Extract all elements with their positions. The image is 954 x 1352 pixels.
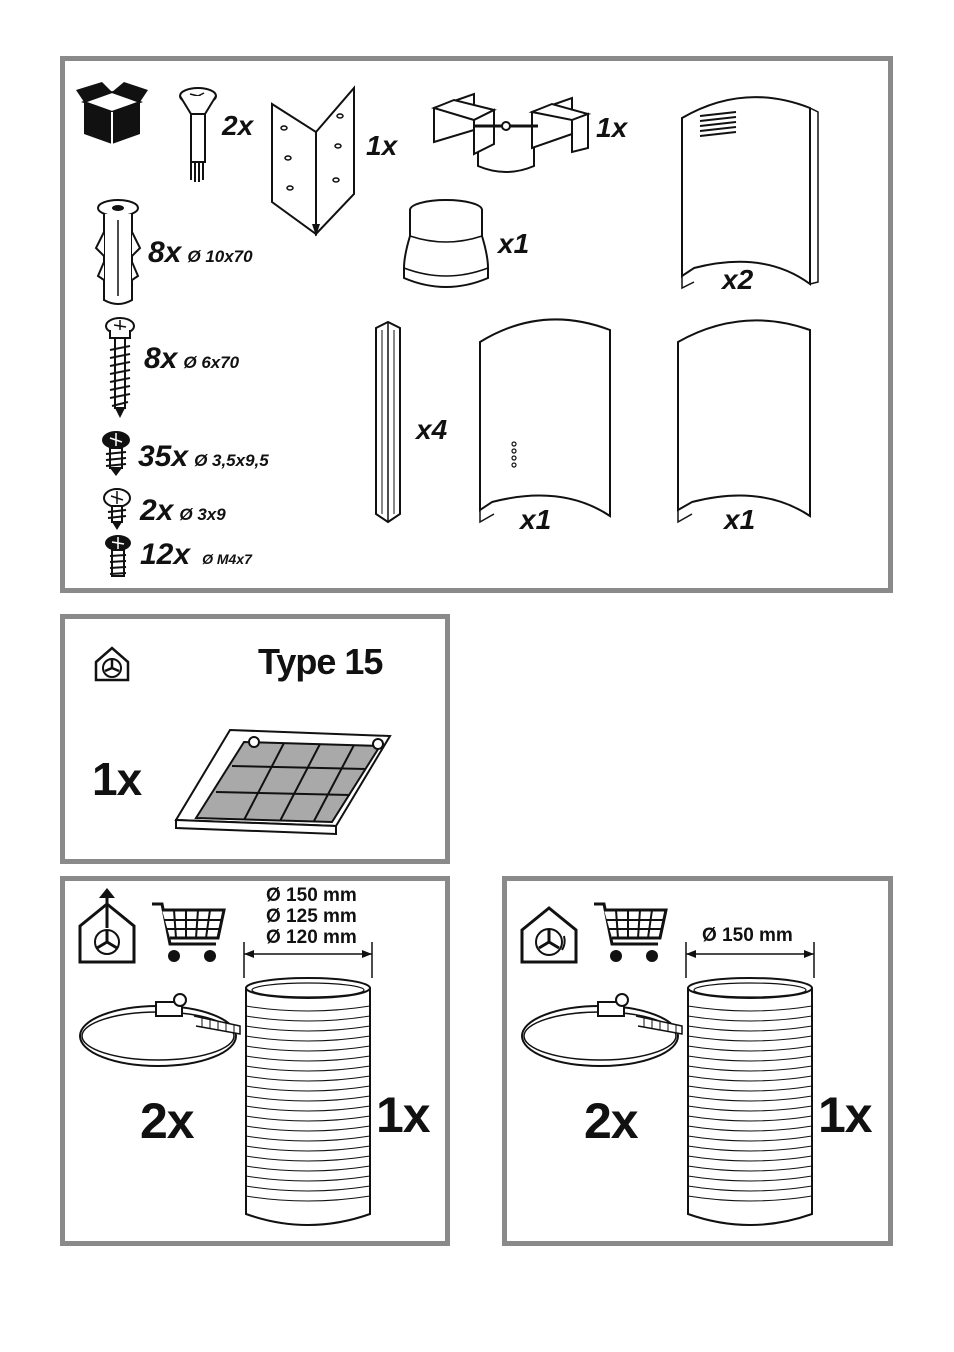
duct-qty-recirc: 1x	[818, 1087, 873, 1143]
hose-clamp-icon-2	[518, 990, 684, 1074]
flexible-duct-icon-2	[684, 976, 816, 1230]
pan-screw-35-label: 35x Ø 3,5x9,5	[138, 442, 269, 472]
wall-plug-qty: 8x	[148, 236, 182, 269]
machine-screw-12-label: 12x Ø M4x7	[140, 540, 252, 570]
flexible-duct-icon	[242, 976, 374, 1230]
corner-bracket-icon	[268, 84, 358, 244]
extraction-house-icon	[76, 888, 138, 966]
filter-qty: 1x	[92, 753, 142, 805]
profile-rail-icon	[368, 318, 408, 528]
pan-screw-2-qty: 2x	[140, 494, 174, 527]
duct-width-dimension	[242, 942, 374, 978]
damper-flange-icon	[428, 86, 590, 178]
chimney-lower-lights-qty: x1	[520, 504, 552, 535]
clamp-qty-extraction: 2x	[140, 1093, 195, 1149]
hose-clamp-icon	[76, 990, 242, 1074]
pan-screw-35-size: Ø 3,5x9,5	[194, 451, 269, 470]
countersunk-screw-qty: 2x	[222, 110, 254, 141]
countersunk-screw-icon	[178, 86, 218, 182]
duct-qty-extraction: 1x	[376, 1087, 431, 1143]
wood-screw-qty: 8x	[144, 342, 178, 375]
recirculation-house-icon	[92, 644, 132, 684]
carbon-filter-icon	[168, 726, 394, 838]
wall-plug-size: Ø 10x70	[187, 247, 253, 266]
pan-screw-35-icon	[102, 431, 130, 476]
filter-type-label: Type 15	[258, 641, 383, 682]
pan-screw-2-size: Ø 3x9	[179, 505, 226, 524]
wood-screw-label: 8x Ø 6x70	[144, 344, 239, 374]
duct-diameter-3: Ø 120 mm	[266, 927, 357, 948]
chimney-upper-grill-icon	[674, 88, 820, 298]
profile-rail-qty: x4	[416, 414, 448, 445]
wall-plug-icon	[94, 196, 142, 308]
machine-screw-12-qty: 12x	[140, 538, 191, 571]
duct-diameter-2: Ø 125 mm	[266, 906, 357, 927]
duct-width-dimension-2	[684, 942, 816, 978]
pan-screw-35-qty: 35x	[138, 440, 189, 473]
chimney-lower-qty: x1	[724, 504, 756, 535]
chimney-upper-grill-qty: x2	[722, 264, 754, 295]
damper-flange-qty: 1x	[596, 112, 628, 143]
duct-diameter-recirc: Ø 150 mm	[702, 925, 793, 946]
corner-bracket-qty: 1x	[366, 130, 398, 161]
pan-screw-2-icon	[102, 488, 132, 530]
shopping-cart-icon	[150, 900, 228, 962]
chimney-lower-icon	[672, 312, 818, 534]
shopping-cart-icon-2	[592, 900, 670, 962]
machine-screw-12-size: Ø M4x7	[202, 551, 252, 567]
wood-screw-icon	[104, 316, 136, 418]
chimney-lower-lights-icon	[472, 310, 618, 532]
pan-screw-2-label: 2x Ø 3x9	[140, 496, 226, 526]
wall-plug-label: 8x Ø 10x70	[148, 238, 253, 268]
machine-screw-12-icon	[105, 535, 131, 578]
duct-diameter-1: Ø 150 mm	[266, 885, 357, 906]
wood-screw-size: Ø 6x70	[183, 353, 240, 372]
duct-reducer-qty: x1	[498, 228, 530, 259]
recirculation-house-large-icon	[518, 904, 580, 966]
duct-reducer-icon	[400, 196, 492, 292]
package-box-icon	[76, 82, 148, 144]
clamp-qty-recirc: 2x	[584, 1093, 639, 1149]
